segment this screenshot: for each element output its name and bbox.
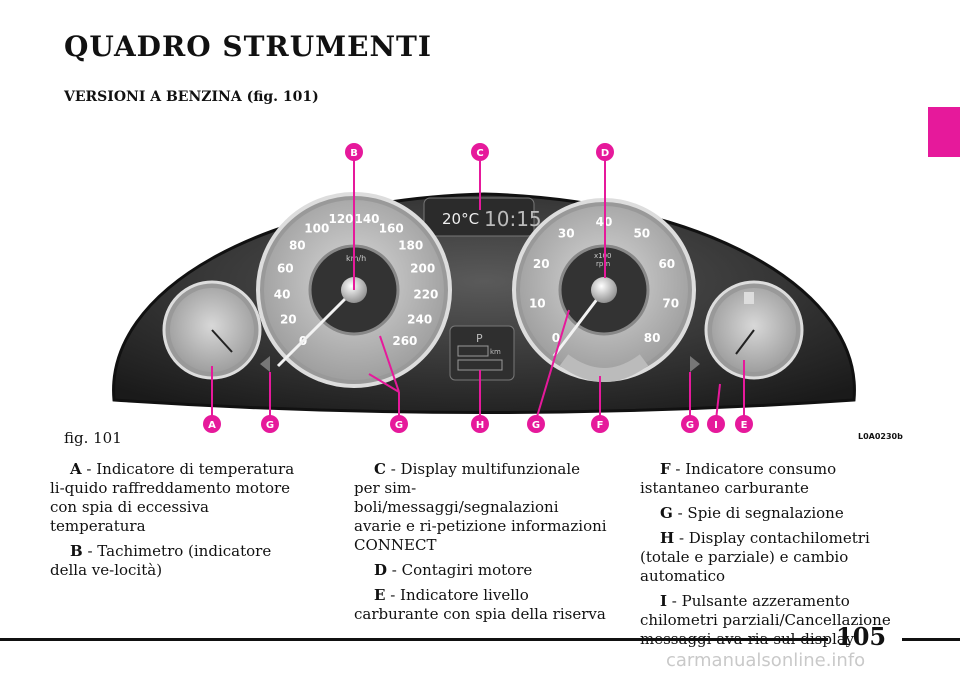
instrument-cluster-figure: 20°C 10:15 P km 260240220200180160140120… [112, 143, 856, 433]
speedo-tick-label: 60 [277, 262, 294, 276]
legend-item-g: G - Spie di segnalazione [660, 504, 844, 522]
callout-g1: G [266, 420, 274, 431]
odometer-display [449, 325, 515, 381]
callout-b: B [350, 148, 358, 159]
speedo-tick-label: 240 [407, 313, 432, 327]
tacho-tick-label: 80 [644, 331, 661, 345]
figure-code: L0A0230b [858, 432, 903, 441]
display-time: 10:15 [484, 207, 542, 231]
speedo-unit: km/h [346, 254, 366, 263]
tacho-unit-line1: x100 [594, 252, 612, 260]
callout-lines [211, 160, 745, 421]
watermark: carmanualsonline.info [666, 650, 866, 671]
callout-g3: G [532, 420, 540, 431]
page-title: QUADRO STRUMENTI [64, 30, 432, 63]
section-tab-marker [928, 107, 960, 157]
speedo-needle [276, 288, 356, 368]
callout-a: A [208, 420, 216, 431]
right-turn-arrow-icon [690, 356, 700, 372]
fuel-gauge [704, 280, 804, 380]
callout-g4: G [686, 420, 694, 431]
legend-item-c: C - Display multifunzionale per sim-boli… [354, 460, 607, 554]
legend-item-d: D - Contagiri motore [374, 561, 533, 579]
legend-item-f: F - Indicatore consumo istantaneo carbur… [640, 460, 837, 497]
speedo-tick-label: 160 [379, 221, 404, 235]
tacho-tick-label: 50 [633, 227, 650, 241]
coolant-temp-gauge [162, 280, 262, 380]
tacho-tick-label: 20 [533, 257, 550, 271]
section-subtitle: VERSIONI A BENZINA (fig. 101) [64, 89, 319, 105]
speedo-tick-label: 40 [274, 287, 291, 301]
left-turn-arrow-icon [260, 356, 270, 372]
speedo-tick-label: 220 [413, 287, 438, 301]
display-temp: 20°C [442, 210, 479, 228]
speedo-tick-label: 180 [398, 239, 423, 253]
legend-item-h: H - Display contachilometri (totale e pa… [640, 529, 870, 585]
tacho-unit-line2: rpm [596, 260, 610, 268]
tacho-tick-label: 70 [662, 296, 679, 310]
gear-indicator: P [476, 332, 483, 345]
callout-f: F [597, 420, 604, 431]
callout-i: I [714, 420, 718, 431]
legend-column-1: A - Indicatore di temperatura li-quido r… [50, 460, 306, 586]
callout-h: H [476, 420, 484, 431]
tacho-tick-label: 10 [529, 296, 546, 310]
tacho-tick-label: 0 [552, 331, 560, 345]
tacho-needle [552, 289, 606, 357]
speedo-tick-label: 100 [304, 221, 329, 235]
callout-e: E [741, 420, 748, 431]
tacho-tick-label: 30 [558, 227, 575, 241]
speedo-tick-label: 120 [328, 212, 353, 226]
speedo-tick-label: 140 [354, 212, 379, 226]
speedo-tick-label: 20 [280, 313, 297, 327]
legend-column-3: F - Indicatore consumo istantaneo carbur… [640, 460, 896, 655]
legend-item-a: A - Indicatore di temperatura li-quido r… [50, 460, 295, 535]
legend-item-e: E - Indicatore livello carburante con sp… [354, 586, 606, 623]
page-number: 105 [836, 622, 887, 651]
speedo-tick-label: 260 [392, 334, 417, 348]
speedo-tick-label: 200 [410, 262, 435, 276]
fuel-pump-icon [744, 292, 754, 304]
speedo-tick-label: 80 [289, 239, 306, 253]
legend-item-b: B - Tachimetro (indicatore della ve-loci… [50, 542, 272, 579]
legend-column-2: C - Display multifunzionale per sim-boli… [354, 460, 610, 630]
footer-rule-left [0, 638, 828, 641]
figure-caption: fig. 101 [64, 429, 122, 447]
footer-rule-right [902, 638, 960, 641]
callout-d: D [601, 148, 609, 159]
callout-c: C [476, 148, 483, 159]
consumption-gauge [559, 354, 649, 382]
tacho-tick-label: 60 [658, 257, 675, 271]
odometer-unit: km [490, 348, 501, 356]
callout-g2: G [395, 420, 403, 431]
